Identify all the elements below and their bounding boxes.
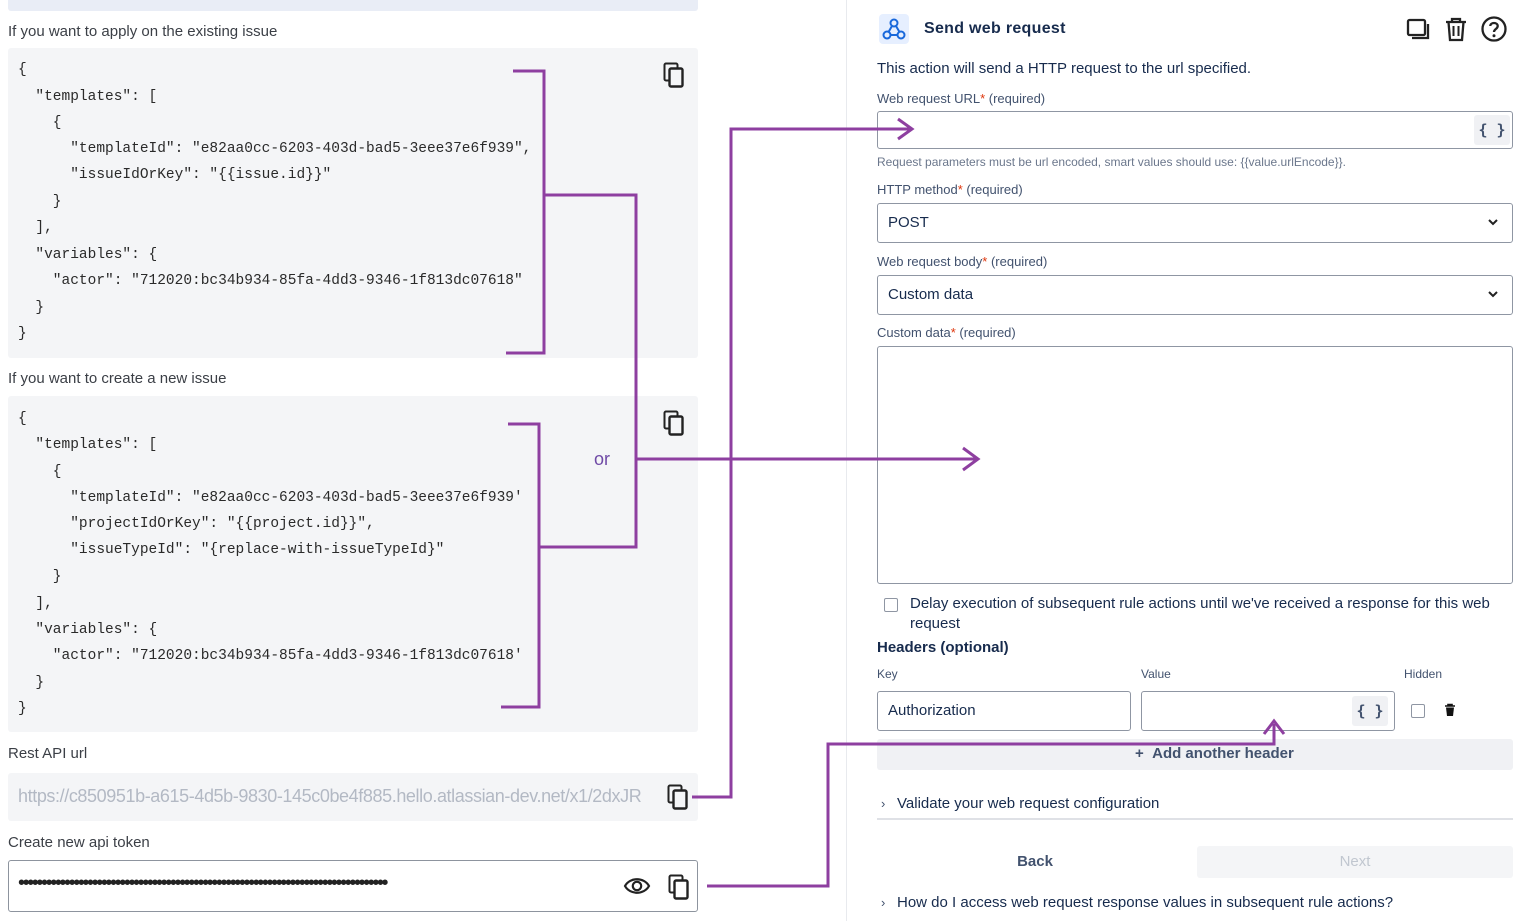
code-line: ], [18, 596, 53, 612]
new-issue-code-block: { "templates": [ { "templateId": "e82aa0… [8, 396, 698, 732]
code-line: "actor": "712020:bc34b934-85fa-4dd3-9346… [18, 648, 523, 664]
code-line: "templateId": "e82aa0cc-6203-403d-bad5-3… [18, 141, 532, 157]
delete-icon [1445, 703, 1455, 716]
value-column-label: Value [1141, 667, 1171, 681]
code-line: } [18, 569, 62, 585]
code-line: ], [18, 220, 53, 236]
copy-existing-code-button[interactable] [663, 62, 685, 88]
code-line: { [18, 411, 27, 427]
chevron-right-icon: › [881, 796, 886, 811]
or-label: or [594, 449, 611, 469]
copy-icon [667, 784, 688, 810]
request-body-select[interactable]: Custom data [877, 275, 1513, 315]
copy-icon [668, 874, 689, 900]
add-header-label: + Add another header [1135, 745, 1294, 762]
header-hidden-checkbox[interactable] [1411, 704, 1425, 718]
code-line: "actor": "712020:bc34b934-85fa-4dd3-9346… [18, 273, 523, 289]
body-field-label: Web request body* (required) [877, 254, 1048, 269]
hidden-column-label: Hidden [1404, 667, 1443, 681]
existing-issue-label: If you want to apply on the existing iss… [8, 23, 278, 40]
code-line: } [18, 194, 62, 210]
next-button[interactable]: Next [1197, 846, 1513, 878]
chevron-down-icon [1488, 291, 1498, 298]
code-line: } [18, 300, 45, 316]
send-web-request-panel: Send web request This action will send a… [846, 0, 1536, 921]
code-line: "projectIdOrKey": "{{project.id}}", [18, 516, 375, 532]
duplicate-icon [1406, 18, 1430, 40]
delete-action-button[interactable] [1442, 15, 1470, 43]
header-value-input[interactable]: { } [1141, 691, 1395, 731]
new-issue-label: If you want to create a new issue [8, 370, 227, 387]
action-description: This action will send a HTTP request to … [877, 60, 1252, 77]
header-key-value: Authorization [888, 702, 976, 719]
header-key-input[interactable]: Authorization [877, 691, 1131, 731]
instructions-panel: If you want to apply on the existing iss… [0, 0, 710, 921]
duplicate-button[interactable] [1404, 15, 1432, 43]
delete-header-button[interactable] [1443, 703, 1457, 717]
code-line: { [18, 464, 62, 480]
api-token-value: ••••••••••••••••••••••••••••••••••••••••… [18, 872, 389, 894]
rest-api-url-field[interactable]: https://c850951b-a615-4d5b-9830-145c0be4… [8, 773, 698, 821]
eye-icon [623, 878, 651, 894]
code-line: { [18, 62, 27, 78]
url-field-label: Web request URL* (required) [877, 91, 1046, 106]
code-line: } [18, 701, 27, 717]
code-line: "issueTypeId": "{replace-with-issueTypeI… [18, 542, 445, 558]
rest-api-url-text: https://c850951b-a615-4d5b-9830-145c0be4… [18, 786, 642, 806]
code-line: "variables": { [18, 247, 158, 263]
validate-expander[interactable]: ›Validate your web request configuration [881, 795, 1160, 812]
key-column-label: Key [877, 667, 898, 681]
http-method-select[interactable]: POST [877, 203, 1513, 243]
custom-data-textarea[interactable] [877, 346, 1513, 584]
code-line: "templates": [ [18, 437, 158, 453]
code-line: } [18, 675, 45, 691]
request-body-value: Custom data [888, 286, 974, 303]
code-line: "templateId": "e82aa0cc-6203-403d-bad5-3… [18, 490, 523, 506]
faq-expander[interactable]: ›How do I access web request response va… [881, 894, 1394, 911]
api-token-label: Create new api token [8, 834, 150, 851]
top-edge-box [8, 0, 698, 11]
web-request-url-input[interactable]: { } [877, 111, 1513, 149]
divider [877, 818, 1513, 820]
existing-issue-code-block: { "templates": [ { "templateId": "e82aa0… [8, 48, 698, 358]
http-method-value: POST [888, 214, 929, 231]
code-line: "issueIdOrKey": "{{issue.id}}" [18, 167, 332, 183]
panel-title: Send web request [924, 20, 1066, 37]
chevron-down-icon [1488, 219, 1498, 226]
webhook-icon [879, 14, 909, 44]
url-smart-value-button[interactable]: { } [1474, 115, 1510, 145]
copy-icon [663, 62, 684, 88]
back-button[interactable]: Back [1017, 853, 1053, 870]
chevron-right-icon: › [881, 895, 886, 910]
copy-token-button[interactable] [668, 874, 690, 900]
code-line: "variables": { [18, 622, 158, 638]
headers-title: Headers (optional) [877, 639, 1009, 656]
method-field-label: HTTP method* (required) [877, 182, 1023, 197]
code-line: } [18, 326, 27, 342]
plus-icon: + [1135, 745, 1144, 762]
rest-api-label: Rest API url [8, 745, 88, 762]
trash-icon [1446, 17, 1466, 42]
help-button[interactable] [1480, 15, 1508, 43]
code-line: "templates": [ [18, 89, 158, 105]
header-smart-value-button[interactable]: { } [1352, 696, 1388, 726]
delay-label: Delay execution of subsequent rule actio… [910, 595, 1490, 632]
show-token-button[interactable] [623, 874, 651, 898]
add-header-button[interactable]: + Add another header [877, 739, 1513, 770]
code-line: { [18, 115, 62, 131]
delay-checkbox[interactable] [884, 598, 898, 612]
url-hint: Request parameters must be url encoded, … [877, 155, 1346, 169]
copy-new-code-button[interactable] [663, 410, 685, 436]
custom-data-label: Custom data* (required) [877, 325, 1016, 340]
api-token-field[interactable]: ••••••••••••••••••••••••••••••••••••••••… [8, 860, 698, 912]
copy-url-button[interactable] [667, 784, 689, 810]
copy-icon [663, 410, 684, 436]
help-icon [1481, 16, 1507, 42]
